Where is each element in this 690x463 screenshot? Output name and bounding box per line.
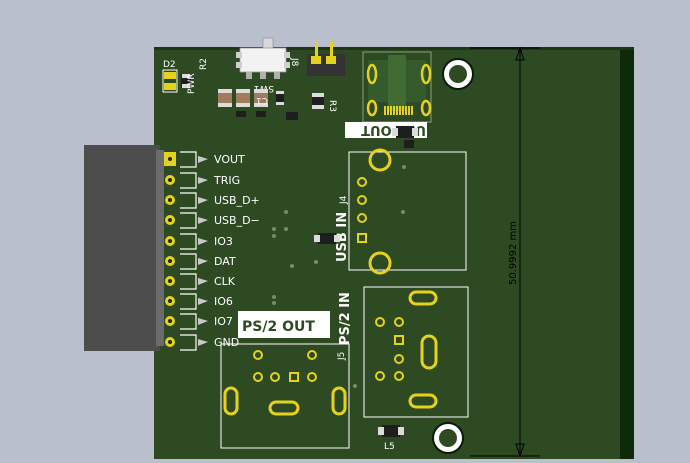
j8-connector: J8	[289, 42, 345, 76]
usb-out-connector: USB OUT	[345, 51, 432, 148]
pin-label-io7: IO7	[214, 315, 233, 328]
mounting-hole-bottom	[432, 422, 464, 454]
pcb-edge-right	[620, 47, 634, 459]
ref-sw1: SW1	[254, 83, 274, 93]
l5-inductor: L5	[378, 425, 404, 452]
pcb-edge-top	[154, 47, 634, 50]
vias	[272, 165, 406, 388]
pin-label-trig: TRIG	[213, 174, 240, 187]
ref-j8: J8	[289, 57, 299, 67]
ps2-in-connector: PS/2 IN	[338, 286, 469, 418]
sw1-switch: SW1	[236, 37, 290, 93]
ref-d2: D2	[163, 60, 176, 70]
ref-j5: J5	[337, 352, 347, 361]
pin-label-io3: IO3	[214, 235, 233, 248]
ps2-in-label: PS/2 IN	[338, 292, 353, 345]
pin-label-dat: DAT	[214, 255, 236, 268]
pin-header-pins	[156, 150, 208, 351]
dimension-annotation: 50.9992 mm	[470, 46, 540, 458]
pin-labels: VOUT TRIG USB_D+ USB_D− IO3 DAT CLK IO6 …	[213, 153, 260, 349]
pin-label-gnd: GND	[214, 336, 239, 349]
pin-label-usb-dm: USB_D−	[214, 214, 260, 227]
usb-in-connector: USB IN J4	[314, 148, 467, 275]
pin-label-io6: IO6	[214, 295, 233, 308]
ps2-out-label: PS/2 OUT	[242, 319, 315, 335]
passives-row: C1 R3	[218, 89, 337, 120]
ref-c1: C1	[256, 95, 268, 105]
pin-label-vout: VOUT	[214, 153, 245, 166]
ref-j4: J4	[339, 195, 349, 205]
ps2-out-connector: PS/2 OUT J5	[220, 311, 350, 449]
d2-r2-area: D2 R2 PWR	[162, 58, 209, 94]
usb-in-label: USB IN	[335, 212, 350, 262]
ref-l5: L5	[384, 442, 395, 452]
mounting-hole-top	[442, 58, 474, 90]
pin-label-clk: CLK	[214, 275, 236, 288]
pin-header-body	[84, 145, 160, 351]
ref-r2: R2	[199, 58, 209, 70]
ref-pwr: PWR	[187, 73, 197, 94]
dimension-text: 50.9992 mm	[508, 221, 519, 285]
ref-r3: R3	[327, 100, 337, 112]
pin-label-usb-dp: USB_D+	[214, 194, 260, 207]
